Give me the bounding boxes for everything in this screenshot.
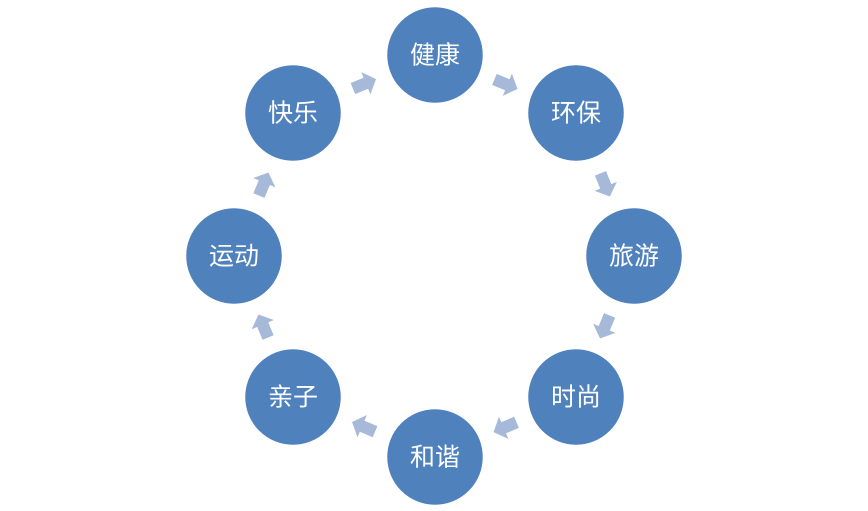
cycle-node: 快乐: [242, 62, 344, 164]
node-label: 时尚: [551, 383, 601, 412]
node-label: 快乐: [268, 99, 318, 128]
node-label: 健康: [410, 41, 460, 70]
cycle-arrow: [492, 73, 518, 96]
node-circle: [242, 62, 344, 164]
cycle-node: 旅游: [583, 205, 685, 307]
cycle-node: 和谐: [384, 406, 486, 508]
cycle-node: 时尚: [525, 346, 627, 448]
node-label: 旅游: [609, 242, 659, 271]
node-circle: [583, 205, 685, 307]
cycle-arrow: [251, 314, 274, 340]
cycle-arrow: [352, 415, 378, 438]
cycle-node: 环保: [525, 62, 627, 164]
cycle-arrow: [350, 72, 377, 95]
node-label: 运动: [209, 242, 259, 271]
cycle-node: 亲子: [242, 346, 344, 448]
node-circle: [384, 406, 486, 508]
node-circle: [525, 346, 627, 448]
cycle-arrow: [594, 171, 617, 197]
cycle-node: 健康: [384, 4, 486, 106]
node-label: 环保: [551, 99, 601, 128]
node-circle: [242, 346, 344, 448]
node-circle: [525, 62, 627, 164]
node-circle: [384, 4, 486, 106]
cycle-arrow: [493, 416, 519, 439]
cycle-arrow: [593, 313, 616, 339]
node-circle: [183, 205, 285, 307]
cycle-arrow: [253, 172, 276, 198]
node-label: 亲子: [268, 383, 318, 412]
node-label: 和谐: [410, 443, 460, 472]
cycle-node: 运动: [183, 205, 285, 307]
arrow-layer: [251, 72, 617, 439]
